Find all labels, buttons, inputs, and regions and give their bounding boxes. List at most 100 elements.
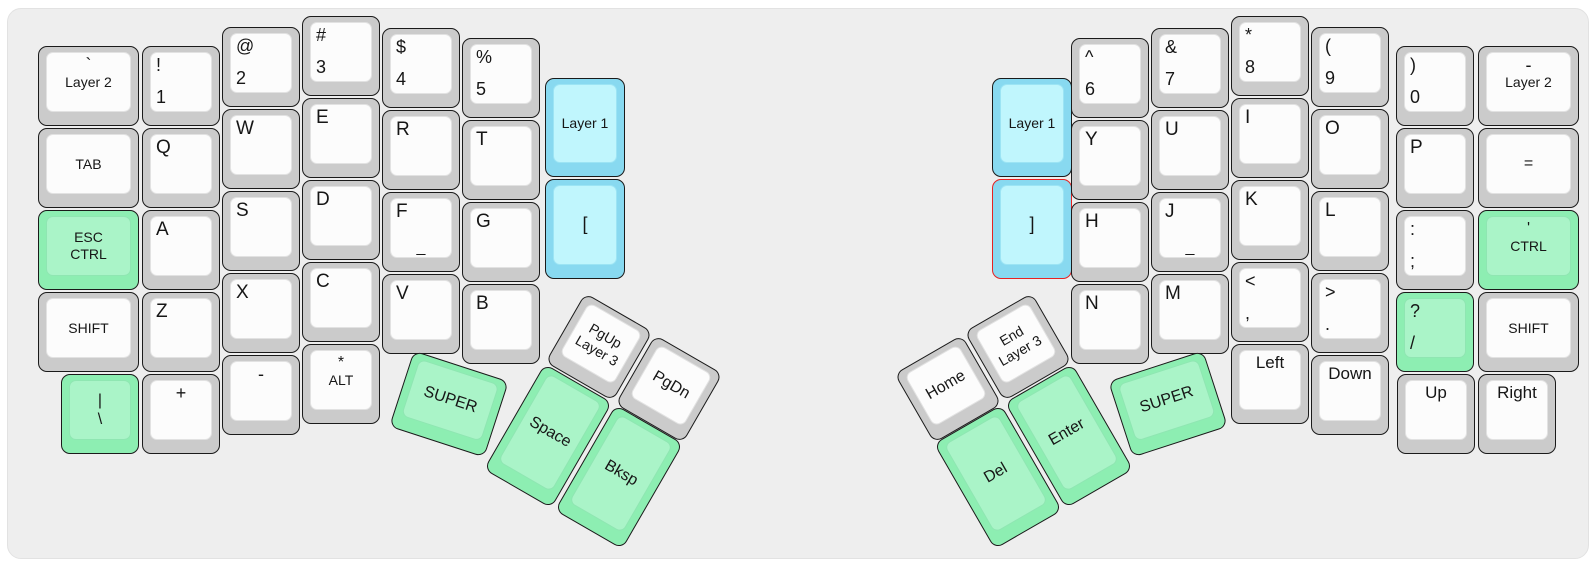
keycap-face [1239, 104, 1301, 164]
key-b[interactable]: B [462, 284, 540, 364]
key-label: ? [1410, 301, 1421, 321]
key-plus[interactable]: + [142, 374, 220, 454]
key-m[interactable]: M [1151, 274, 1229, 354]
key-c[interactable]: C [302, 262, 380, 342]
key-label: ] [1029, 214, 1035, 235]
key-t[interactable]: T [462, 120, 540, 200]
key-label: % [476, 47, 493, 67]
key-hash-3[interactable]: #3 [302, 16, 380, 96]
key-label: Right [1497, 383, 1537, 402]
key-dollar-4[interactable]: $4 [382, 28, 460, 108]
key-h[interactable]: H [1071, 202, 1149, 282]
key-layer1-left[interactable]: Layer 1 [545, 78, 625, 177]
key-n[interactable]: N [1071, 284, 1149, 364]
key-o[interactable]: O [1311, 109, 1389, 189]
keycap-face [230, 279, 292, 339]
key-w[interactable]: W [222, 109, 300, 189]
key-at-2[interactable]: @2 [222, 27, 300, 107]
key-label: < [1245, 271, 1256, 291]
key-equals[interactable]: = [1478, 128, 1579, 208]
key-q[interactable]: Q [142, 128, 220, 208]
key-label: SHIFT [1508, 319, 1549, 336]
key-label: F [396, 201, 408, 222]
key-arrow-down[interactable]: Down [1311, 355, 1389, 435]
key-f[interactable]: F_ [382, 192, 460, 272]
keycap-face [310, 186, 372, 246]
keycap-face [470, 208, 532, 268]
key-label: 4 [396, 69, 407, 90]
key-shift-right[interactable]: SHIFT [1478, 292, 1579, 372]
keycap-face [150, 380, 212, 440]
key-exclam-1[interactable]: !1 [142, 46, 220, 126]
key-asterisk-alt[interactable]: *ALT [302, 344, 380, 424]
key-label: ESC CTRL [70, 229, 107, 262]
key-r[interactable]: R [382, 110, 460, 190]
key-left-bracket[interactable]: [ [545, 179, 625, 279]
key-right-bracket[interactable]: ] [992, 179, 1072, 279]
key-a[interactable]: A [142, 210, 220, 290]
key-d[interactable]: D [302, 180, 380, 260]
key-label: # [316, 25, 327, 45]
keycap-face [310, 104, 372, 164]
key-minus-left[interactable]: - [222, 355, 300, 435]
keycap-face [310, 268, 372, 328]
key-lparen-9[interactable]: (9 [1311, 27, 1389, 107]
key-s[interactable]: S [222, 191, 300, 271]
key-label: $ [396, 37, 407, 57]
keycap-face [46, 134, 131, 194]
key-asterisk-8[interactable]: *8 [1231, 16, 1309, 96]
keycap-face [1404, 52, 1466, 112]
key-gt-period[interactable]: >. [1311, 273, 1389, 353]
key-z[interactable]: Z [142, 292, 220, 372]
key-label: 0 [1410, 87, 1421, 108]
keycap-face [1239, 22, 1301, 82]
key-question-slash[interactable]: ?/ [1396, 292, 1474, 372]
keycap-face [1404, 298, 1466, 358]
key-label: B [476, 293, 489, 314]
key-l[interactable]: L [1311, 191, 1389, 271]
key-label: L [1325, 200, 1336, 221]
key-label: , [1245, 303, 1251, 324]
key-label: - [1525, 55, 1532, 75]
key-arrow-up[interactable]: Up [1397, 374, 1475, 454]
key-caret-6[interactable]: ^6 [1071, 38, 1149, 118]
key-layer1-right[interactable]: Layer 1 [992, 78, 1072, 177]
key-i[interactable]: I [1231, 98, 1309, 178]
key-minus-layer2[interactable]: -Layer 2 [1478, 46, 1579, 126]
key-y[interactable]: Y [1071, 120, 1149, 200]
key-label: ` [85, 55, 92, 75]
key-shift-left[interactable]: SHIFT [38, 292, 139, 372]
keycap-face [1319, 33, 1381, 93]
key-label: Z [156, 301, 168, 322]
key-u[interactable]: U [1151, 110, 1229, 190]
key-lt-comma[interactable]: <, [1231, 262, 1309, 342]
key-grave-layer2[interactable]: `Layer 2 [38, 46, 139, 126]
keycap-face [230, 115, 292, 175]
key-label: & [1165, 37, 1178, 57]
key-label: E [316, 107, 329, 128]
key-arrow-left[interactable]: Left [1231, 344, 1309, 424]
key-k[interactable]: K [1231, 180, 1309, 260]
key-e[interactable]: E [302, 98, 380, 178]
key-amp-7[interactable]: &7 [1151, 28, 1229, 108]
key-label: ' [1526, 220, 1531, 237]
key-label: K [1245, 189, 1258, 210]
key-g[interactable]: G [462, 202, 540, 282]
keycap-face [1239, 268, 1301, 328]
key-tab[interactable]: TAB [38, 128, 139, 208]
key-pipe-backslash[interactable]: | \ [61, 374, 139, 454]
key-v[interactable]: V [382, 274, 460, 354]
key-arrow-right[interactable]: Right [1478, 374, 1556, 454]
key-label: Layer 2 [1505, 73, 1552, 90]
key-p[interactable]: P [1396, 128, 1474, 208]
key-label: Q [156, 137, 171, 158]
key-label: . [1325, 314, 1331, 335]
key-esc-ctrl[interactable]: ESC CTRL [38, 210, 139, 290]
key-j[interactable]: J_ [1151, 192, 1229, 272]
key-quote-ctrl[interactable]: 'CTRL [1478, 210, 1579, 290]
key-x[interactable]: X [222, 273, 300, 353]
key-colon-semicolon[interactable]: :; [1396, 210, 1474, 290]
key-rparen-0[interactable]: )0 [1396, 46, 1474, 126]
key-percent-5[interactable]: %5 [462, 38, 540, 118]
keycap-face [1159, 280, 1221, 340]
